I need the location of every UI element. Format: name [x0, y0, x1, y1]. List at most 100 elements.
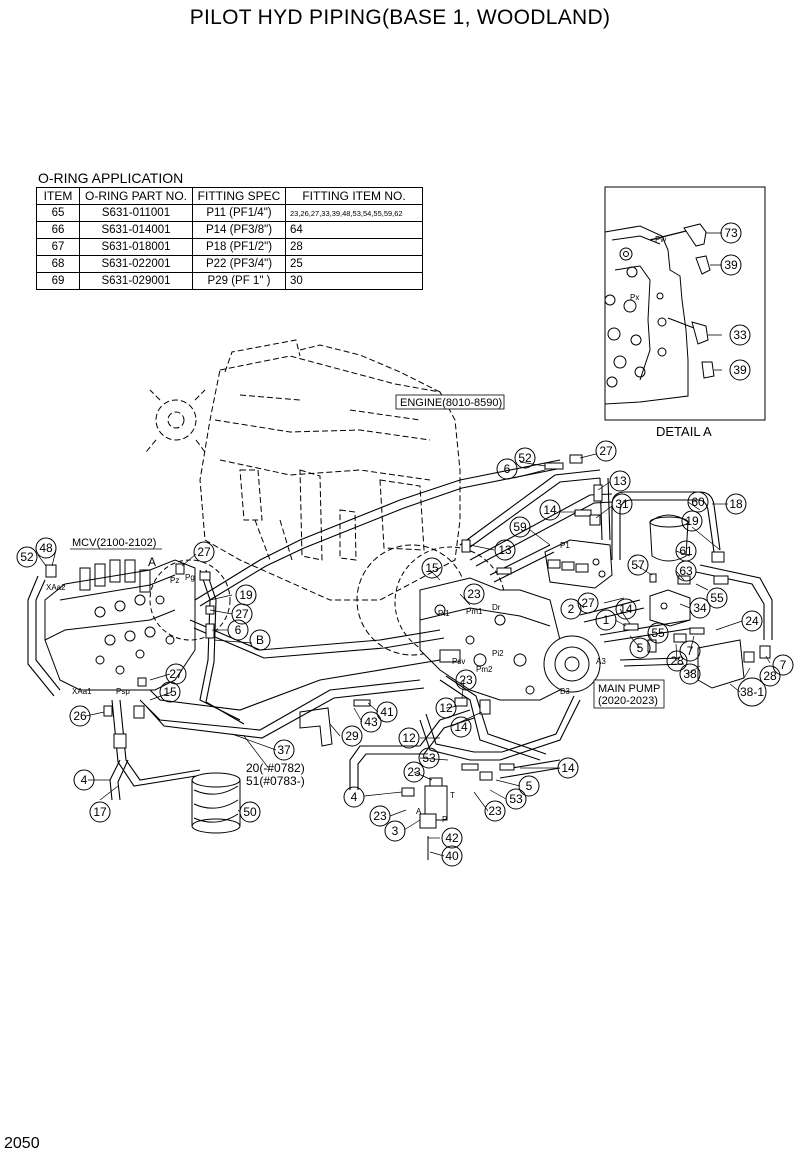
callout-circle [496, 458, 518, 480]
callout-number: 23 [467, 587, 481, 601]
callout-circle [239, 801, 261, 823]
callout-circle [463, 583, 485, 605]
callout-number: 50 [243, 805, 257, 819]
callout-circle [505, 788, 527, 810]
callout-number: 37 [277, 743, 291, 757]
callout-number: 27 [581, 596, 595, 610]
callout-number: 28 [670, 654, 684, 668]
callout-circle [360, 711, 382, 733]
callout-number: 40 [445, 849, 459, 863]
pilot-valve-drawing [419, 777, 448, 860]
callout-51-label: 51(#0783-) [246, 774, 305, 788]
callout-number: 26 [73, 709, 87, 723]
callout-number: 13 [613, 474, 627, 488]
callout-number: 14 [561, 761, 575, 775]
callout-number: 38-1 [740, 685, 764, 699]
leader-lines [37, 453, 771, 857]
callout-circle [627, 554, 649, 576]
callout-number: 29 [345, 729, 359, 743]
callout-circle [69, 705, 91, 727]
callout-number: 34 [693, 601, 707, 615]
callout-number: 14 [619, 602, 633, 616]
callout-circle [595, 609, 617, 631]
callout-number: 43 [364, 715, 378, 729]
callout-number: 57 [631, 558, 645, 572]
callout-circle [369, 805, 391, 827]
oring-application-table: O-RING APPLICATION ITEM O-RING PART NO. … [36, 170, 423, 290]
callout-circle [421, 557, 443, 579]
callout-number: 27 [169, 667, 183, 681]
callout-number: 39 [733, 363, 747, 377]
cell-part: S631-011001 [79, 204, 193, 222]
callout-circle [706, 587, 728, 609]
callout-number: 18 [729, 497, 743, 511]
callout-circle [384, 820, 406, 842]
callout-circle [455, 669, 477, 691]
callout-numbers: 73 39 33 39 52 27 6 13 31 14 59 13 60 18… [20, 226, 786, 863]
callout-circle [666, 650, 688, 672]
callout-circle [557, 757, 579, 779]
callout-number: 14 [543, 503, 557, 517]
callout-number: 31 [615, 497, 629, 511]
callout-circle [577, 592, 599, 614]
callout-number: 5 [526, 779, 533, 793]
cell-fitting: 30 [285, 272, 423, 290]
callout-circle [341, 725, 363, 747]
callout-number: 23 [488, 804, 502, 818]
callout-number: 48 [39, 541, 53, 555]
callout-circle [687, 491, 709, 513]
callout-circle [615, 598, 637, 620]
callout-number: 12 [439, 701, 453, 715]
callout-circle [441, 845, 463, 867]
callout-number: 5 [637, 641, 644, 655]
port-label: Pi2 [492, 649, 504, 658]
callout-number: 33 [733, 328, 747, 342]
callout-circle [611, 493, 633, 515]
callout-number: 24 [745, 614, 759, 628]
diagram-labels: ENGINE(8010-8590) MCV(2100-2102) MAIN PU… [46, 235, 712, 824]
table-row: 69 S631-029001 P29 (PF 1" ) 30 [36, 272, 423, 290]
callout-circle [403, 761, 425, 783]
detail-a-label: DETAIL A [656, 424, 712, 439]
callout-number: 7 [780, 658, 787, 672]
callout-number: 19 [685, 514, 699, 528]
callout-circle [159, 681, 181, 703]
port-label: A3 [596, 657, 606, 666]
port-label: XAa1 [72, 687, 92, 696]
callout-circle [376, 701, 398, 723]
callout-circle [494, 539, 516, 561]
mcv-label: MCV(2100-2102) [72, 537, 156, 549]
callout-circle [273, 739, 295, 761]
port-label: Pm1 [466, 607, 483, 616]
cell-part: S631-029001 [79, 272, 193, 290]
callout-number: 28 [763, 669, 777, 683]
col-header-part: O-RING PART NO. [79, 187, 193, 205]
callout-number: 15 [425, 561, 439, 575]
callout-circle [514, 447, 536, 469]
port-label: Pm2 [476, 665, 493, 674]
view-a-marker: A [148, 555, 156, 569]
callout-circles [16, 222, 794, 867]
spiral-guard-drawing [191, 772, 241, 834]
callout-number: 38 [683, 667, 697, 681]
callout-number: 55 [710, 591, 724, 605]
callout-circle [450, 716, 472, 738]
engine-label: ENGINE(8010-8590) [400, 397, 502, 409]
port-label: T [450, 791, 455, 800]
callout-number: 14 [454, 720, 468, 734]
bracket-drawing [299, 707, 333, 747]
callout-circle [484, 800, 506, 822]
callout-number: 53 [422, 751, 436, 765]
callout-number: 4 [81, 773, 88, 787]
callout-number: 23 [373, 809, 387, 823]
callout-number: 27 [599, 444, 613, 458]
callout-circle [249, 629, 271, 651]
callout-circle [193, 541, 215, 563]
callout-number: 12 [402, 731, 416, 745]
main-pump-label: MAIN PUMP [598, 683, 660, 695]
callout-circle [741, 610, 763, 632]
callout-circle [539, 499, 561, 521]
port-label: P1 [560, 541, 570, 550]
manifold-block-drawing [544, 539, 613, 589]
